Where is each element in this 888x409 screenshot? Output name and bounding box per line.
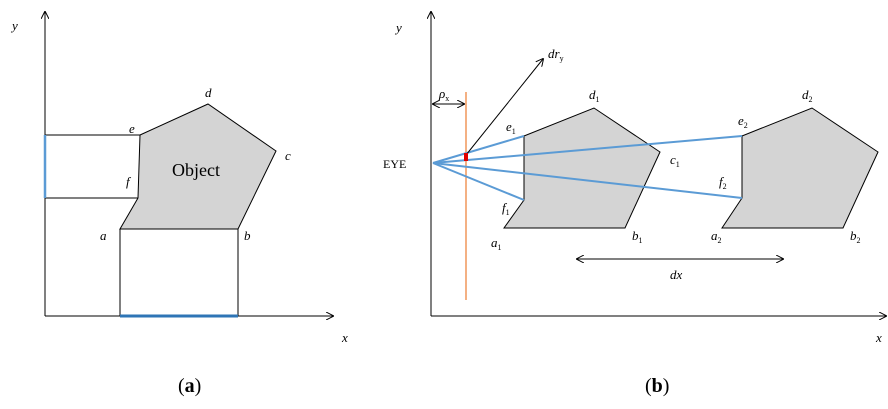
rho-label: ρx (438, 86, 449, 103)
vertex-c-label: c (285, 148, 291, 163)
panel-b-y-label: y (394, 20, 402, 35)
obj1-vertex-e-label: e1 (506, 119, 516, 136)
panel-b-x-label: x (875, 330, 882, 345)
object-label: Object (172, 160, 220, 180)
obj1-vertex-c-label: c1 (670, 152, 680, 169)
eye-label: EYE (383, 157, 406, 171)
object-1-shape (503, 107, 661, 229)
intersection-point (464, 153, 468, 161)
obj1-vertex-f-label: f1 (502, 200, 510, 217)
obj2-vertex-e-label: e2 (738, 113, 748, 130)
panel-b: y x ρx dry EYE a1 b1 c1 d1 e1 f1 a2 b2 (383, 12, 886, 397)
panel-a: y x Object a b c d e f (a) (10, 12, 348, 397)
panel-a-x-label: x (341, 330, 348, 345)
sight-line-e2 (432, 135, 743, 164)
caption-a: (a) (178, 375, 201, 397)
obj2-vertex-f-label: f2 (719, 174, 727, 191)
sight-line-e1 (432, 135, 525, 164)
vertex-a-label: a (100, 228, 107, 243)
vertex-b-label: b (244, 228, 251, 243)
obj1-vertex-b-label: b1 (632, 228, 643, 245)
dx-label: dx (670, 267, 683, 282)
sight-line-f1 (432, 162, 525, 201)
caption-b: (b) (645, 375, 669, 397)
obj2-vertex-b-label: b2 (850, 228, 861, 245)
dr-arrow (465, 59, 543, 156)
obj2-vertex-d-label: d2 (802, 87, 813, 104)
sight-line-f2 (432, 162, 743, 199)
vertex-e-label: e (129, 121, 135, 136)
obj1-vertex-a-label: a1 (491, 235, 502, 252)
obj1-vertex-d-label: d1 (589, 87, 600, 104)
panel-a-y-label: y (10, 18, 18, 33)
vertex-d-label: d (205, 85, 212, 100)
vertex-f-label: f (126, 174, 132, 189)
dr-label: dry (548, 46, 564, 63)
obj2-vertex-a-label: a2 (711, 228, 722, 245)
